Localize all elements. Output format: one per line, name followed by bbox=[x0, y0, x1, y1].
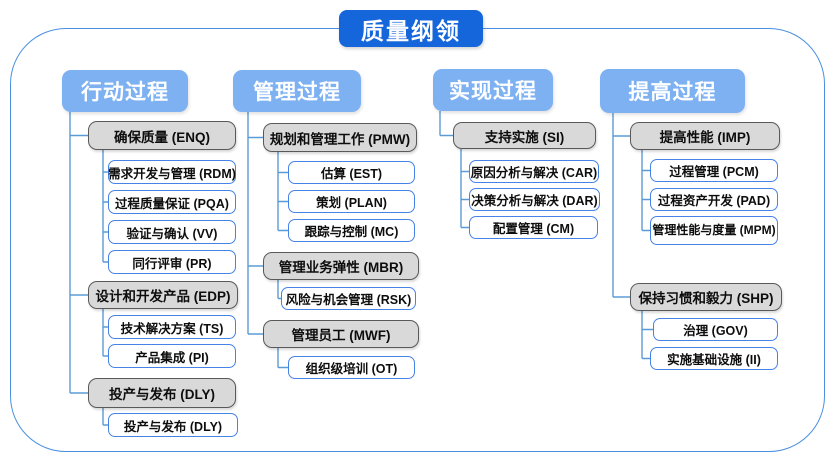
leaf-node-rdm: 需求开发与管理 (RDM) bbox=[108, 160, 236, 184]
leaf-node-pcm: 过程管理 (PCM) bbox=[650, 159, 778, 182]
column-header-realization-process: 实现过程 bbox=[433, 69, 553, 111]
column-header-improvement-process: 提高过程 bbox=[600, 69, 745, 113]
leaf-node-est: 估算 (EST) bbox=[288, 161, 415, 184]
leaf-node-pi: 产品集成 (PI) bbox=[108, 344, 236, 368]
leaf-node-rsk: 风险与机会管理 (RSK) bbox=[281, 287, 416, 310]
group-node-mbr: 管理业务弹性 (MBR) bbox=[263, 252, 419, 280]
leaf-node-ts: 技术解决方案 (TS) bbox=[108, 315, 236, 339]
leaf-node-mpm: 管理性能与度量 (MPM) bbox=[650, 216, 778, 245]
leaf-node-car: 原因分析与解决 (CAR) bbox=[469, 160, 599, 183]
leaf-node-dly: 投产与发布 (DLY) bbox=[108, 413, 238, 437]
leaf-node-ii: 实施基础设施 (II) bbox=[650, 347, 778, 370]
group-node-shp: 保持习惯和毅力 (SHP) bbox=[630, 283, 782, 311]
leaf-node-vv: 验证与确认 (VV) bbox=[108, 220, 236, 244]
column-header-action-process: 行动过程 bbox=[62, 70, 188, 112]
leaf-node-pad: 过程资产开发 (PAD) bbox=[650, 188, 778, 211]
leaf-node-cm: 配置管理 (CM) bbox=[469, 216, 598, 239]
column-header-management-process: 管理过程 bbox=[233, 70, 361, 112]
group-node-pmw: 规划和管理工作 (PMW) bbox=[263, 123, 417, 152]
group-node-imp: 提高性能 (IMP) bbox=[630, 122, 780, 150]
root-node-title: 质量纲领 bbox=[339, 10, 483, 47]
leaf-node-ot: 组织级培训 (OT) bbox=[288, 356, 415, 379]
leaf-node-plan: 策划 (PLAN) bbox=[288, 190, 415, 213]
group-node-edp: 设计和开发产品 (EDP) bbox=[88, 281, 238, 309]
group-node-enq: 确保质量 (ENQ) bbox=[88, 121, 236, 150]
leaf-node-dar: 决策分析与解决 (DAR) bbox=[469, 188, 600, 211]
group-node-mwf: 管理员工 (MWF) bbox=[263, 320, 419, 348]
group-node-si: 支持实施 (SI) bbox=[453, 122, 596, 149]
leaf-node-mc: 跟踪与控制 (MC) bbox=[288, 219, 415, 242]
leaf-node-pqa: 过程质量保证 (PQA) bbox=[108, 190, 236, 214]
group-node-dly: 投产与发布 (DLY) bbox=[88, 378, 236, 408]
leaf-node-pr: 同行评审 (PR) bbox=[108, 250, 236, 274]
leaf-node-gov: 治理 (GOV) bbox=[653, 318, 778, 341]
